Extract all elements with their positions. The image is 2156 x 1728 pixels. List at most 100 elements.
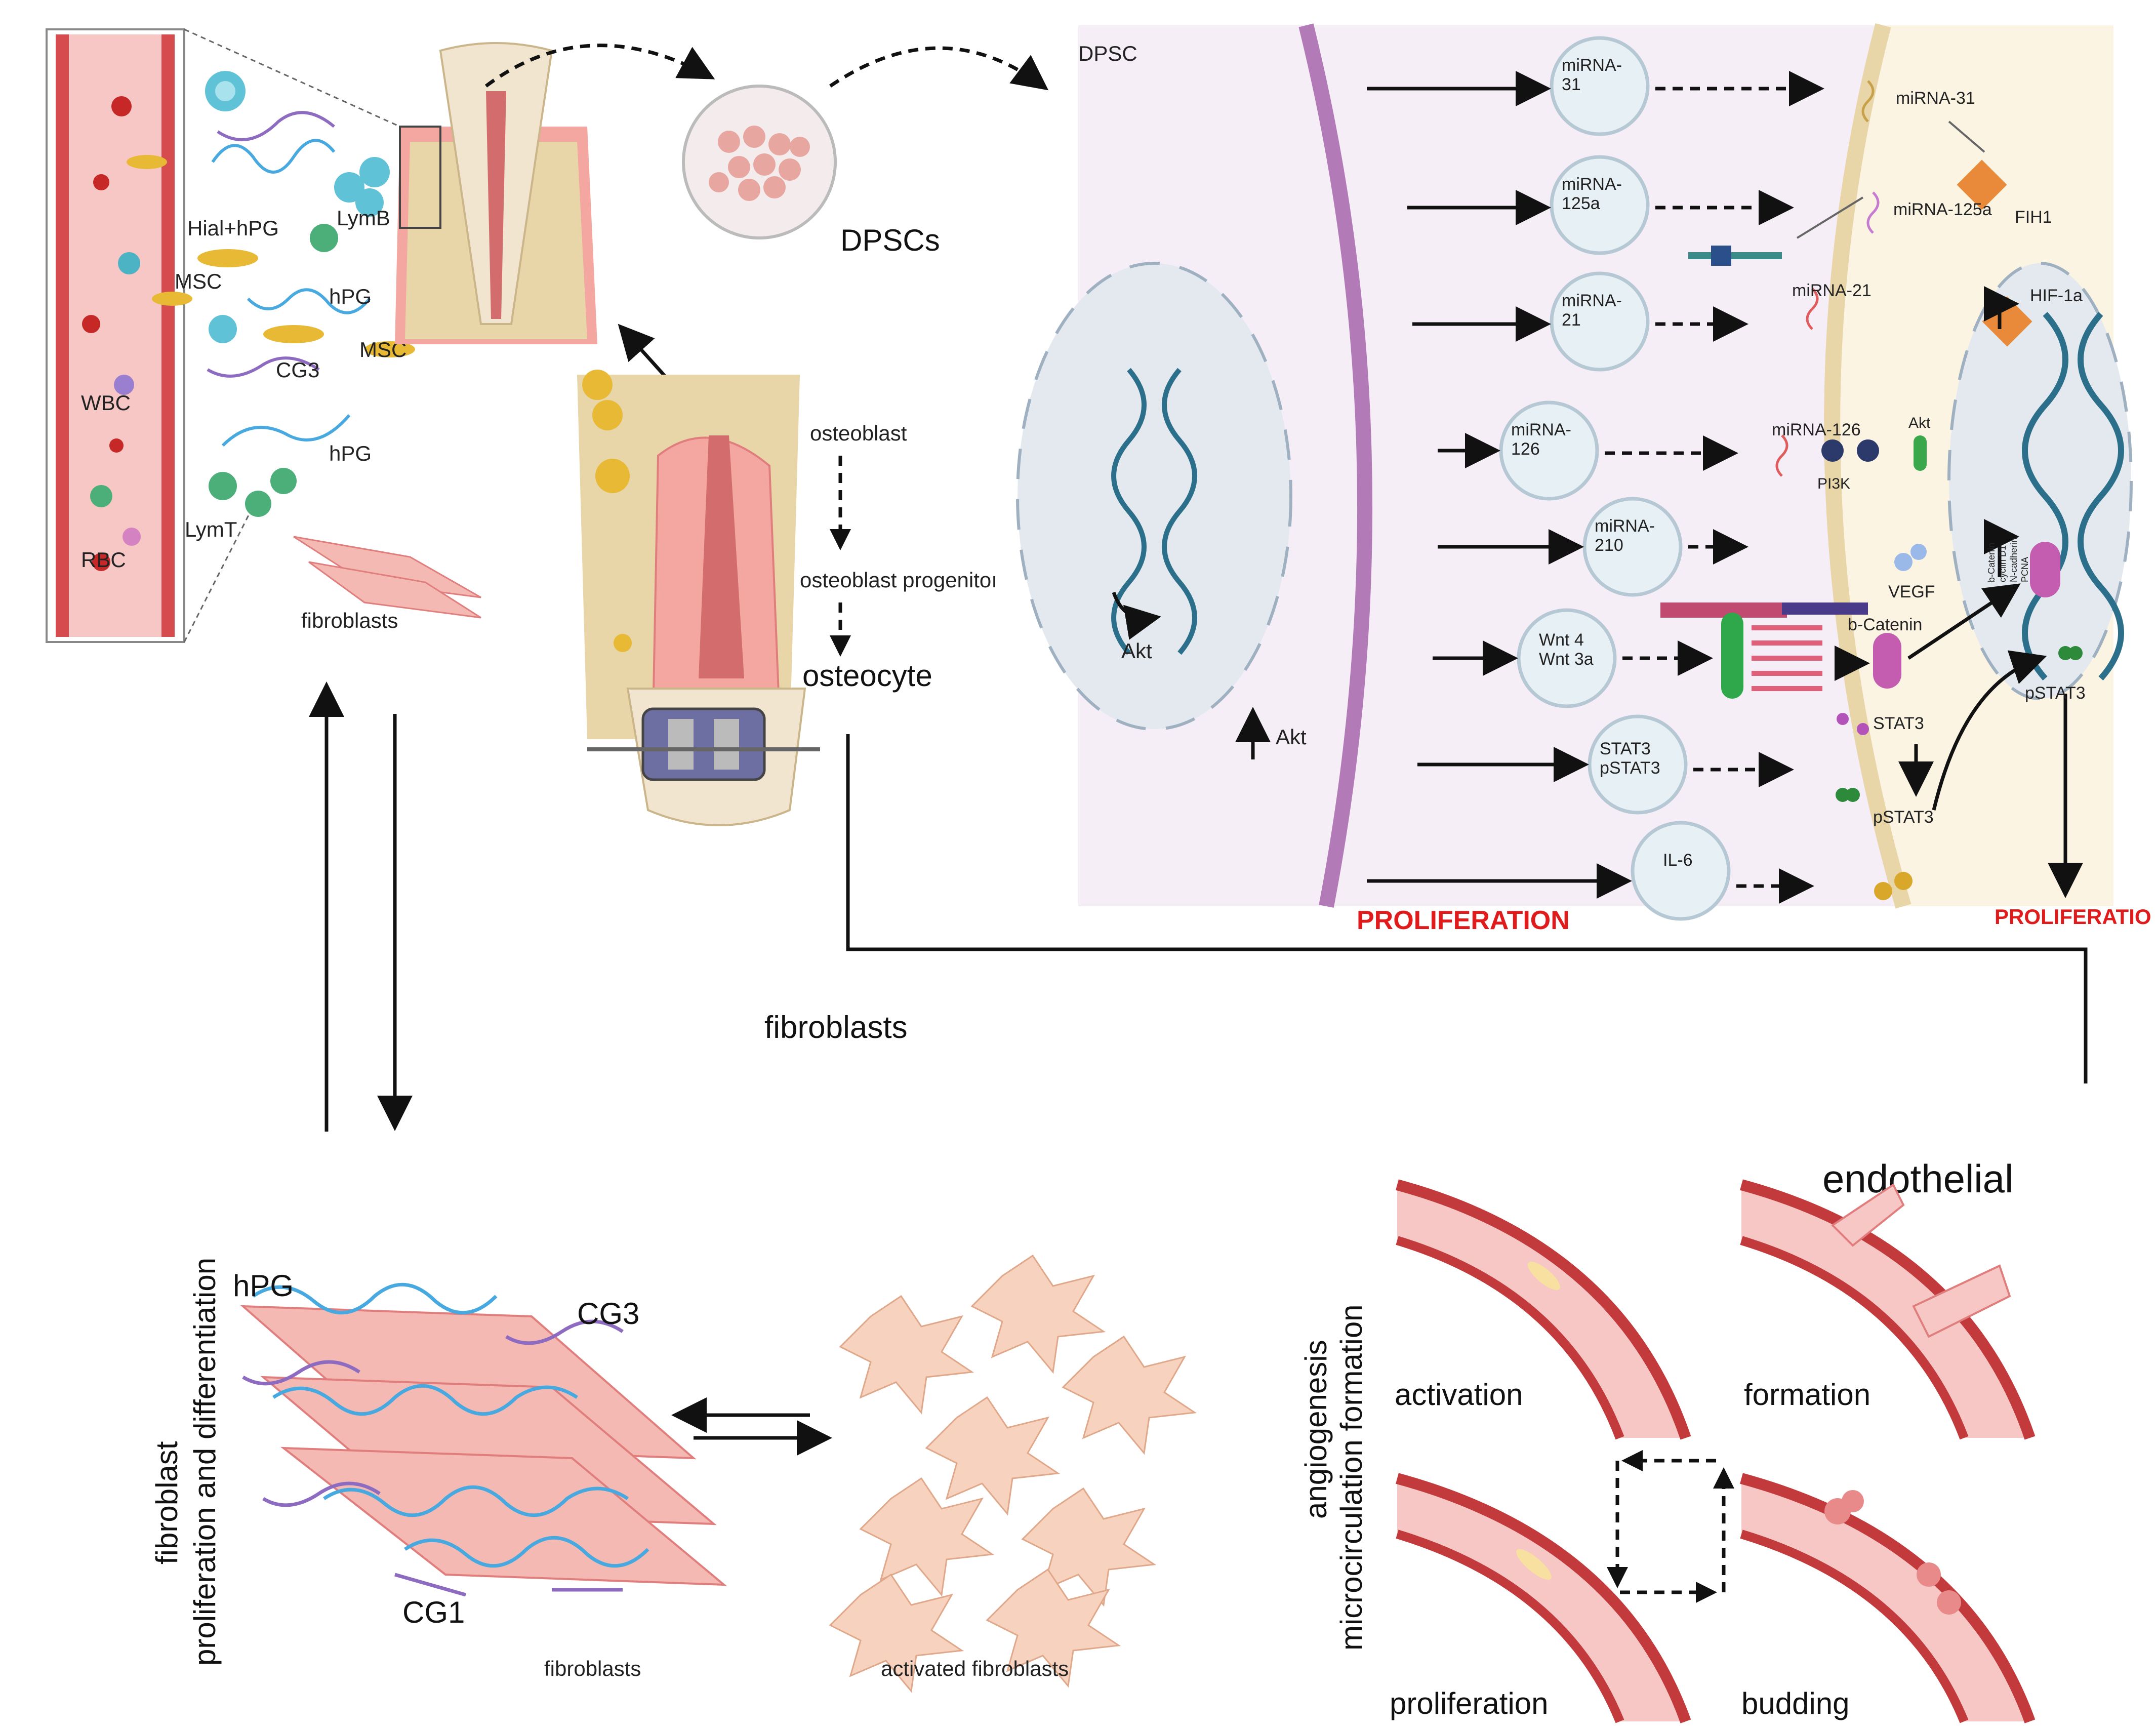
target-mirna126-label: miRNA-126 — [1772, 420, 1861, 439]
target-pstat3-label: pSTAT3 — [1873, 808, 1934, 827]
activation-label: activation — [1395, 1378, 1523, 1412]
akt-up-label: Akt — [1276, 725, 1307, 749]
angio-vertical-1: angiogenesis — [1299, 1340, 1333, 1519]
zoom-box — [399, 126, 441, 229]
vessel-panel: WBC RBC Hial+hPG LymB MSC hPG — [46, 28, 481, 643]
cg3-label: CG3 — [276, 358, 319, 382]
target-hif1a-label: HIF-1a — [2030, 286, 2083, 305]
vesicle-label: miRNA-21 — [1562, 291, 1622, 330]
dpsc-cluster — [709, 126, 810, 201]
target-labels: miRNA-31 miRNA-125a FIH1 miRNA-21 HIF-1a miRN… — [1772, 89, 2086, 827]
activated-fibroblasts — [829, 1254, 1197, 1693]
hial-hpg-label: Hial+hPG — [187, 216, 279, 240]
connectors — [309, 681, 2088, 1132]
dpscs-label: DPSCs — [840, 223, 940, 257]
vessel-lumen — [56, 34, 175, 637]
osteocyte-label: osteocyte — [802, 659, 932, 693]
lymb-label: LymB — [337, 206, 390, 230]
target-pi3k-label: PI3K — [1817, 475, 1850, 492]
vesicle-label: miRNA-31 — [1562, 56, 1622, 94]
cell-cluster — [197, 71, 415, 517]
pathway-panel: DPSC Akt Akt miRNA-31miRNA-125amiRNA-21m… — [1016, 23, 2151, 935]
wbc-label: WBC — [81, 391, 131, 415]
target-akt-label: Akt — [1908, 415, 1931, 431]
osteoblast-label: osteoblast — [810, 421, 907, 445]
cg3-fibro-label: CG3 — [577, 1297, 639, 1331]
target-stat3-label: STAT3 — [1873, 714, 1924, 733]
vesicle-mirna21 — [1550, 271, 1650, 372]
target-mirna31-label: miRNA-31 — [1896, 89, 1975, 108]
vessel-formation — [1740, 1179, 2036, 1440]
vesicle-mirna125a — [1550, 155, 1650, 255]
fibroblast-panel: fibroblast proliferation and differentia… — [150, 1254, 1197, 1693]
tooth-panel: DPSCs osteoblast osteoblast progenitoı o… — [395, 42, 1049, 826]
vesicle-il6 — [1631, 821, 1731, 921]
target-pstat3_nuc-label: pSTAT3 — [2025, 684, 2086, 703]
formation-label: formation — [1744, 1378, 1870, 1412]
vesicle-mirna210 — [1582, 497, 1683, 597]
receptor-complex — [1660, 602, 1868, 699]
vesicle-labels: miRNA-31 miRNA-125a miRNA-21 miRNA-126 miRNA… — [1511, 56, 1693, 870]
hpg-fibro-label: hPG — [233, 1269, 294, 1303]
vesicle-mirna126 — [1499, 400, 1599, 501]
vessel-proliferation — [1396, 1473, 1691, 1723]
fibroblasts-small-label: fibroblasts — [301, 609, 398, 632]
dpsc-nucleus — [1016, 262, 1292, 731]
fibroblast-stack-small — [293, 536, 481, 619]
angio-vertical-2: microcirculation formation — [1334, 1304, 1368, 1651]
vesicle-label: miRNA-210 — [1595, 516, 1655, 555]
vesicle-label: miRNA-126 — [1511, 420, 1571, 459]
proliferation-right-label: PROLIFERATIO — [1995, 905, 2151, 929]
osteoblast-progenitor-label: osteoblast progenitoı — [800, 568, 997, 592]
angio-cycle-arrows — [1607, 1450, 1734, 1603]
bracket — [641, 707, 766, 781]
fibroblast-vertical-title-2: proliferation and differentiation — [188, 1258, 222, 1666]
vesicle-mirna31 — [1550, 36, 1650, 136]
fibroblast-stack — [240, 1282, 727, 1597]
vesicle-column — [1499, 36, 1731, 921]
fibroblast-vertical-title-1: fibroblast — [150, 1441, 184, 1564]
rbc-label: RBC — [81, 548, 126, 572]
vessel-wall-right — [161, 34, 175, 637]
lymt-label: LymT — [185, 517, 237, 541]
target-nucleus — [1947, 262, 2133, 700]
vesicle-label: miRNA-125a — [1562, 175, 1622, 213]
dna-left — [1111, 368, 1197, 655]
vessel-wall-left — [56, 34, 69, 637]
blood-cells — [82, 96, 192, 571]
center-fibroblasts-label: fibroblasts — [764, 1010, 908, 1045]
dashed-arrows — [1605, 71, 1824, 904]
activated-fibroblasts-label: activated fibroblasts — [881, 1657, 1069, 1680]
target-vegf-label: VEGF — [1888, 582, 1935, 601]
dpsc-label: DPSC — [1078, 42, 1137, 65]
akt-nucleus-label: Akt — [1121, 639, 1152, 663]
vesicle-label: IL-6 — [1663, 851, 1693, 870]
target-bcatenin-label: b-Catenin — [1848, 615, 1922, 634]
target-mirna125a-label: miRNA-125a — [1893, 200, 1992, 219]
dpsc-membrane — [1298, 23, 1373, 908]
proliferation-left-label: PROLIFERATION — [1357, 906, 1570, 935]
endothelial-title: endothelial — [1822, 1156, 2013, 1201]
vessel-budding — [1740, 1473, 2036, 1723]
hpg-label: hPG — [329, 285, 372, 308]
fibroblasts-bottom-label: fibroblasts — [544, 1657, 641, 1680]
pulp-bottom — [699, 435, 744, 678]
vesicle-wnt — [1517, 608, 1617, 708]
dna-right — [2022, 312, 2124, 680]
target-fih1-label: FIH1 — [2015, 208, 2052, 227]
target-mirna21-label: miRNA-21 — [1792, 281, 1872, 300]
proliferation-angio-label: proliferation — [1390, 1686, 1549, 1720]
solid-arrows — [1367, 71, 1632, 899]
msc-label: MSC — [175, 269, 222, 293]
budding-label: budding — [1741, 1686, 1850, 1720]
vessel-activation — [1396, 1179, 1691, 1440]
vesicle-stat3 — [1588, 714, 1688, 815]
cg1-fibro-label: CG1 — [402, 1595, 465, 1629]
pulp-top — [486, 91, 506, 319]
hpg2-label: hPG — [329, 441, 372, 465]
angio-panel: endothelial angiogenesis microcirculatio… — [1299, 1156, 2036, 1723]
